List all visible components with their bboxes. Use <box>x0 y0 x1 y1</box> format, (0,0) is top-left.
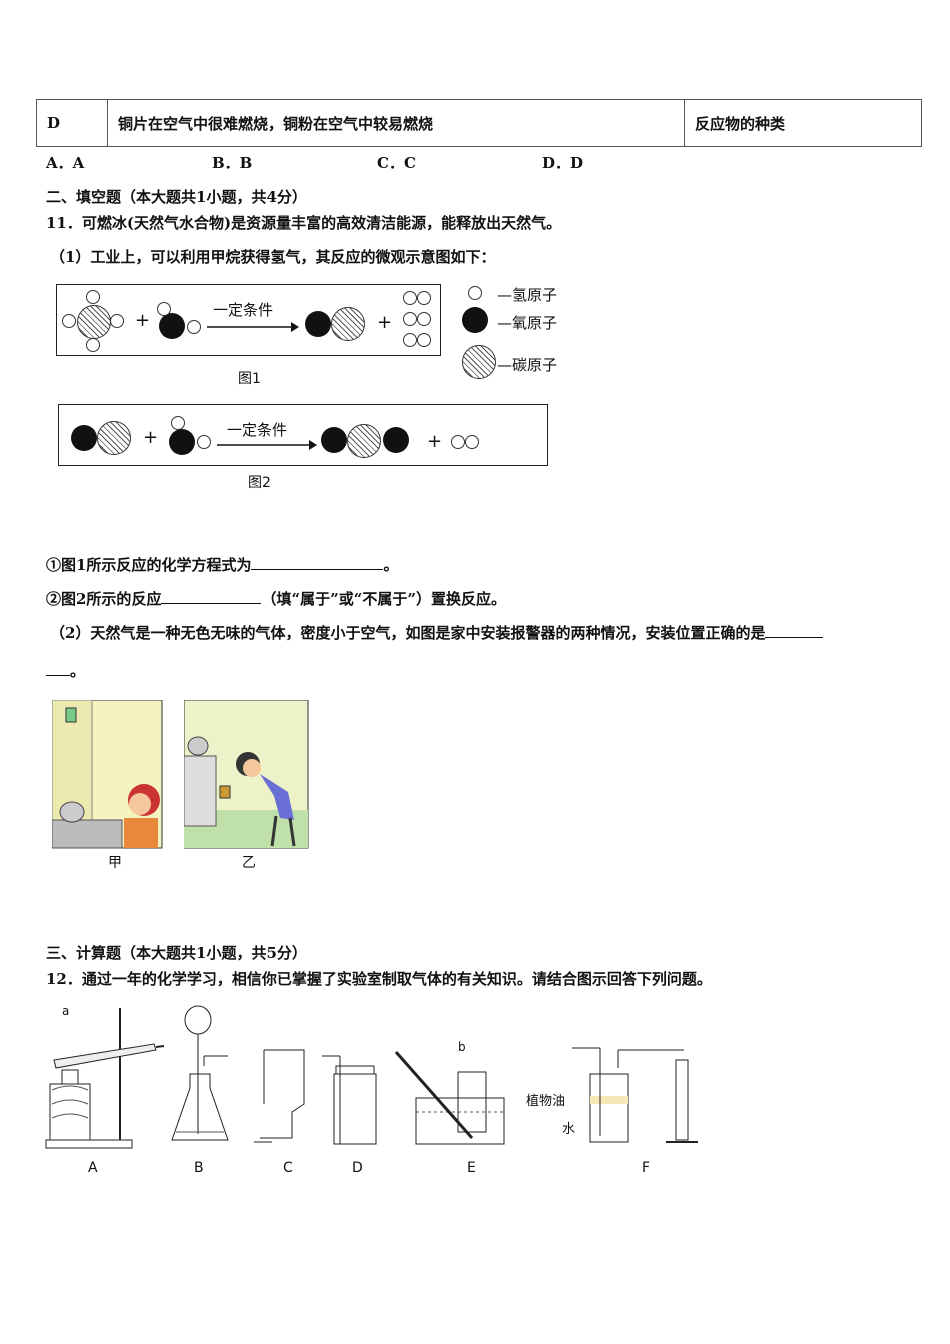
sub-question-2-text: ②图2所示的反应 <box>46 590 162 608</box>
apparatus-f-drawing <box>572 1047 698 1143</box>
answer-blank[interactable] <box>251 555 384 570</box>
answer-blank[interactable] <box>46 661 70 676</box>
hydrogen-atom <box>417 312 431 326</box>
q11-part2-continued: 。 <box>46 660 85 681</box>
sub-question-1-end: 。 <box>383 556 399 574</box>
q12-text: 12．通过一年的化学学习，相信你已掌握了实验室制取气体的有关知识。请结合图示回答… <box>46 970 712 988</box>
hydrogen-atom <box>187 320 201 334</box>
apparatus-a-label: A <box>88 1160 98 1176</box>
row-letter: D <box>36 99 108 147</box>
legend-hydrogen-label: —氢原子 <box>497 286 558 304</box>
hydrogen-atom <box>171 416 185 430</box>
plus-sign: + <box>427 431 443 452</box>
sub-question-2-end: （填“属于”或“不属于”）置换反应。 <box>261 590 506 608</box>
hydrogen-atom <box>403 291 417 305</box>
oxygen-atom <box>71 425 97 451</box>
hydrogen-atom <box>86 338 100 352</box>
plus-sign: + <box>135 310 151 331</box>
hydrogen-atom <box>451 435 465 449</box>
q11-part2-text: （2）天然气是一种无色无味的气体，密度小于空气，如图是家中安装报警器的两种情况，… <box>50 624 766 642</box>
apparatus-e-label: E <box>467 1160 476 1176</box>
carbon-atom <box>331 307 365 341</box>
carbon-atom <box>97 421 131 455</box>
choice-d: D．D <box>542 154 584 172</box>
choice-a: A．A <box>46 154 85 172</box>
choice-c: C．C <box>377 154 416 172</box>
row-description: 铜片在空气中很难燃烧，铜粉在空气中较易燃烧 <box>107 99 685 147</box>
sub-question-1: ①图1所示反应的化学方程式为 。 <box>46 554 398 575</box>
hydrogen-atom <box>465 435 479 449</box>
figure-2-box: + 一定条件 + <box>58 404 548 466</box>
q11-part2: （2）天然气是一种无色无味的气体，密度小于空气，如图是家中安装报警器的两种情况，… <box>50 622 824 643</box>
sub-question-1-text: ①图1所示反应的化学方程式为 <box>46 556 252 574</box>
apparatus-e-drawing <box>394 1051 505 1145</box>
kitchen-picture-left <box>52 700 163 849</box>
hydrogen-atom <box>417 291 431 305</box>
apparatus-c-drawing <box>254 1049 305 1143</box>
apparatus-a-drawing <box>45 1008 164 1149</box>
figure-1-box: + 一定条件 + <box>56 284 441 356</box>
hydrogen-atom <box>157 302 171 316</box>
hydrogen-atom <box>403 312 417 326</box>
oxygen-atom <box>169 429 195 455</box>
legend-carbon-icon <box>462 345 496 379</box>
condition-label: 一定条件 <box>227 421 288 439</box>
kitchen-picture-right <box>184 700 309 849</box>
reaction-arrow <box>217 440 317 450</box>
apparatus-d-drawing <box>322 1055 377 1145</box>
carbon-atom <box>347 424 381 458</box>
oxygen-atom <box>383 427 409 453</box>
apparatus-b-label: B <box>194 1160 204 1176</box>
answer-blank[interactable] <box>161 589 262 604</box>
oxygen-atom <box>159 313 185 339</box>
label-b: b <box>458 1040 466 1054</box>
figure-2-caption: 图2 <box>248 475 271 491</box>
options-table: D 铜片在空气中很难燃烧，铜粉在空气中较易燃烧 反应物的种类 <box>36 99 922 147</box>
legend-oxygen-icon <box>462 307 488 333</box>
hydrogen-atom <box>417 333 431 347</box>
condition-label: 一定条件 <box>213 301 274 319</box>
hydrogen-atom <box>110 314 124 328</box>
carbon-atom <box>77 305 111 339</box>
section3-heading: 三、计算题（本大题共1小题，共5分） <box>46 944 307 962</box>
oxygen-atom <box>321 427 347 453</box>
table-row: D 铜片在空气中很难燃烧，铜粉在空气中较易燃烧 反应物的种类 <box>36 99 922 147</box>
answer-blank[interactable] <box>765 623 824 638</box>
hydrogen-atom <box>403 333 417 347</box>
apparatus-c-label: C <box>283 1160 293 1176</box>
legend-oxygen-label: —氧原子 <box>497 314 558 332</box>
hydrogen-atom <box>86 290 100 304</box>
hydrogen-atom <box>62 314 76 328</box>
q11-text: 11．可燃冰(天然气水合物)是资源量丰富的高效清洁能源，能释放出天然气。 <box>46 214 562 232</box>
q11-part1-text: （1）工业上，可以利用甲烷获得氢气，其反应的微观示意图如下： <box>50 248 496 266</box>
figure-1-caption: 图1 <box>238 371 261 387</box>
label-oil: 植物油 <box>526 1094 566 1109</box>
apparatus-f-label: F <box>642 1160 651 1176</box>
hydrogen-atom <box>197 435 211 449</box>
picture-right-caption: 乙 <box>242 855 256 871</box>
legend-hydrogen-icon <box>468 286 482 300</box>
choice-b: B．B <box>212 154 253 172</box>
oxygen-atom <box>305 311 331 337</box>
apparatus-b-drawing <box>171 1005 229 1141</box>
q11-part2-end: 。 <box>70 662 86 680</box>
legend-carbon-label: —碳原子 <box>497 356 558 374</box>
row-factor: 反应物的种类 <box>684 99 922 147</box>
plus-sign: + <box>377 312 393 333</box>
label-a: a <box>62 1004 70 1018</box>
reaction-arrow <box>207 322 299 332</box>
picture-left-caption: 甲 <box>108 855 122 871</box>
plus-sign: + <box>143 427 159 448</box>
label-water: 水 <box>562 1122 576 1137</box>
apparatus-d-label: D <box>352 1160 363 1176</box>
section2-heading: 二、填空题（本大题共1小题，共4分） <box>46 188 307 206</box>
sub-question-2: ②图2所示的反应 （填“属于”或“不属于”）置换反应。 <box>46 588 506 609</box>
